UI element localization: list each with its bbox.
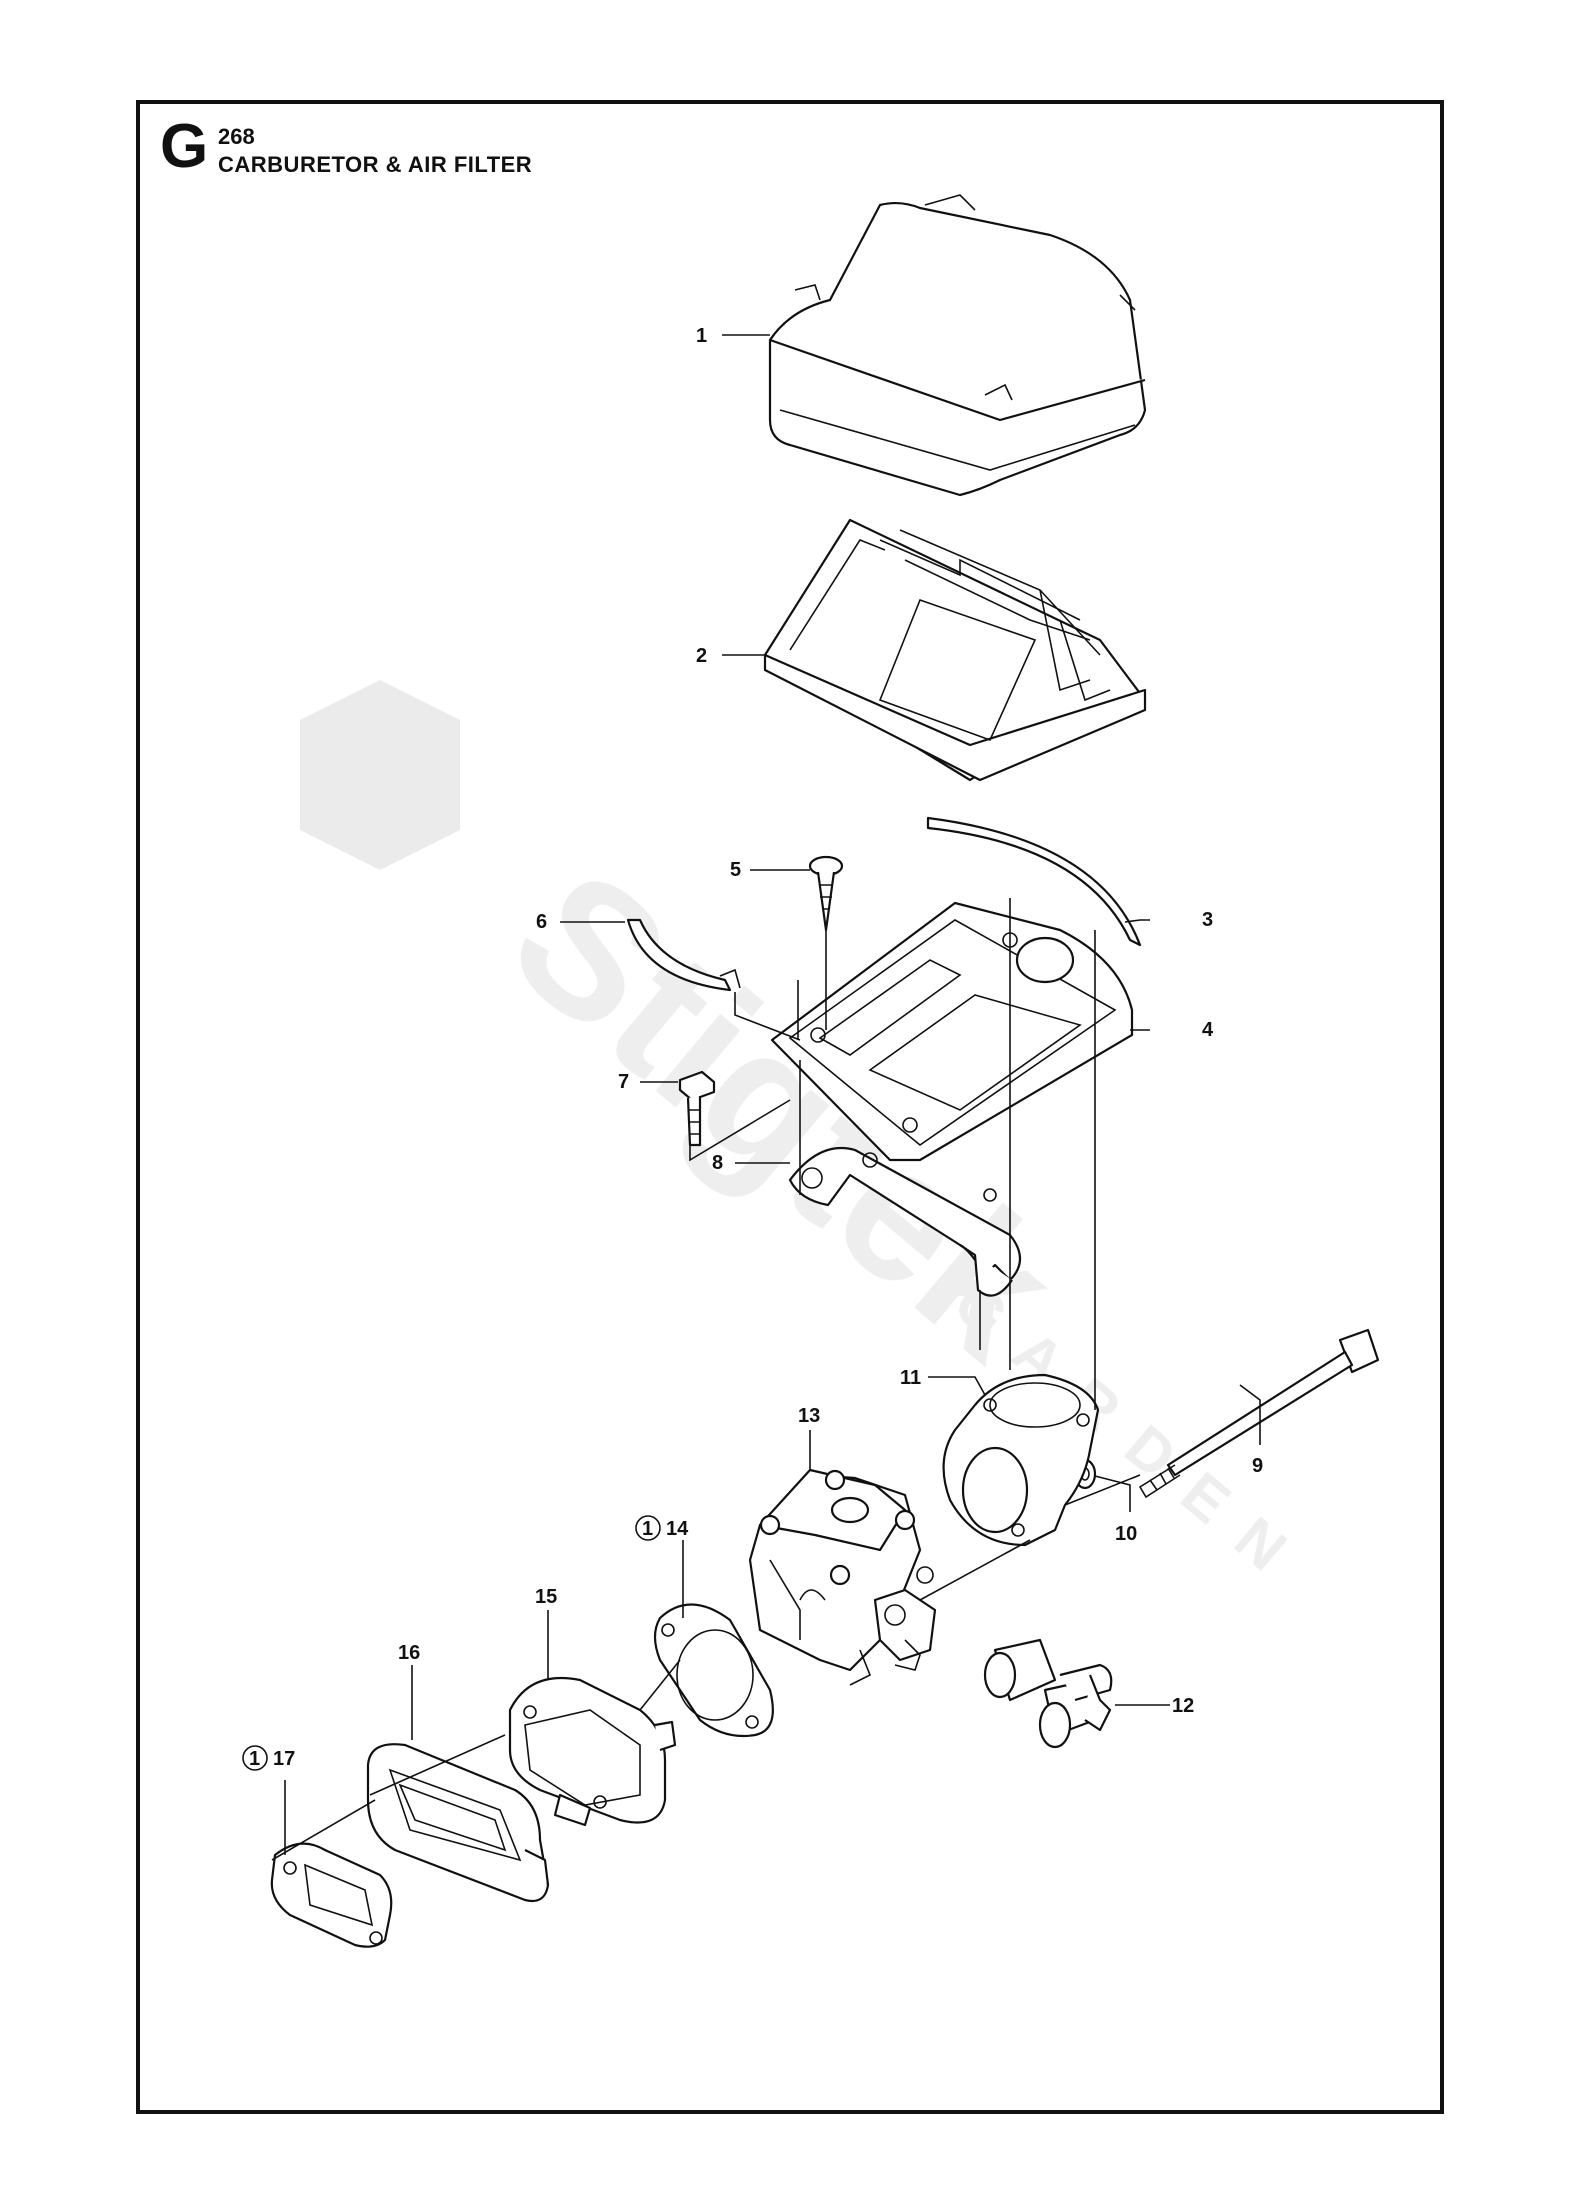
part-1-filter-cover	[768, 194, 1147, 497]
callout-4: 4	[1202, 1019, 1214, 1041]
part-11-intake-elbow	[942, 1373, 1100, 1547]
note-marker-17-number: 1	[249, 1748, 260, 1770]
part-4-filter-holder	[770, 901, 1134, 1162]
callout-5: 5	[730, 859, 741, 881]
callout-9: 9	[1252, 1455, 1263, 1477]
callout-16: 16	[398, 1642, 420, 1664]
callout-13: 13	[798, 1405, 820, 1427]
page-title: CARBURETOR & AIR FILTER	[218, 152, 533, 177]
callout-3: 3	[1202, 909, 1213, 931]
section-letter: G	[160, 112, 209, 181]
part-7-bolt	[678, 1070, 716, 1147]
callout-labels: 1 2 3 4 5 6 7 8 9 10 11 12 13 1 14 15 16…	[242, 325, 1263, 1771]
watermark-logo-icon	[300, 680, 460, 870]
part-16-intake-flange	[366, 1743, 550, 1903]
callout-2: 2	[696, 645, 707, 667]
callout-10: 10	[1115, 1523, 1137, 1545]
callout-17: 17	[273, 1748, 295, 1770]
part-14-gasket	[653, 1603, 774, 1738]
part-13-carburetor	[748, 1468, 937, 1686]
part-3-seal-strip	[926, 816, 1142, 947]
model-number: 268	[218, 124, 255, 149]
part-6-clip	[626, 918, 741, 992]
callout-15: 15	[535, 1586, 557, 1608]
callout-1: 1	[696, 325, 707, 347]
part-12-fittings	[983, 1638, 1113, 1749]
part-2-air-filter	[763, 518, 1147, 782]
callout-7: 7	[618, 1071, 629, 1093]
part-15-insulator	[508, 1676, 677, 1827]
note-marker-17	[242, 1745, 268, 1771]
callout-12: 12	[1172, 1695, 1194, 1717]
callout-14: 14	[666, 1518, 689, 1540]
note-marker-14	[635, 1515, 661, 1541]
leader-lines	[271, 334, 1261, 1861]
note-marker-14-number: 1	[642, 1518, 653, 1540]
page-frame	[136, 100, 1444, 2114]
callout-6: 6	[536, 911, 547, 933]
part-8-bracket	[788, 1146, 1022, 1297]
callout-8: 8	[712, 1152, 723, 1174]
part-17-gasket	[270, 1842, 393, 1948]
callout-11: 11	[900, 1367, 921, 1389]
part-5-screw	[808, 855, 844, 932]
